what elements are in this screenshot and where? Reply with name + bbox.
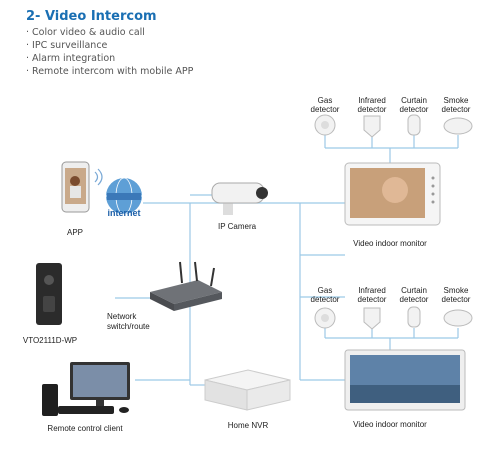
detector-label: detector [441, 105, 471, 114]
curtain-detector-icon [407, 114, 421, 136]
detector-label: detector [310, 295, 340, 304]
network-switch-label: Network [107, 312, 137, 321]
router-icon [150, 261, 222, 311]
pc-icon [42, 362, 130, 416]
app-label: APP [66, 228, 84, 237]
indoor-monitor-label: Video indoor monitor [353, 420, 427, 429]
infrared-detector-icon [363, 307, 381, 330]
feature-item: · Color video & audio call [26, 27, 145, 38]
indoor-monitor-icon [344, 349, 466, 411]
network-switch-label: switch/route [107, 322, 150, 331]
door-station-label: VTO2111D-WP [22, 336, 78, 345]
gas-detector-icon [314, 307, 336, 329]
feature-item: · IPC surveillance [26, 40, 108, 51]
detector-label: detector [357, 105, 387, 114]
door-station-icon [36, 263, 62, 325]
feature-item: · Remote intercom with mobile APP [26, 66, 194, 77]
feature-item: · Alarm integration [26, 53, 116, 64]
internet-label: internet [107, 208, 141, 218]
nvr-icon [204, 369, 291, 411]
gas-detector-icon [314, 114, 336, 136]
detector-label: Gas [317, 286, 333, 295]
detector-label: Curtain [401, 96, 427, 105]
indoor-monitor-icon [344, 162, 441, 226]
smartphone-icon [61, 161, 90, 213]
remote-client-label: Remote control client [47, 424, 123, 433]
detector-label: Gas [317, 96, 333, 105]
section-title: 2- Video Intercom [26, 9, 157, 24]
detector-label: Infrared [358, 96, 386, 105]
detector-label: Smoke [443, 286, 469, 295]
detector-label: Smoke [443, 96, 469, 105]
detector-label: detector [441, 295, 471, 304]
smoke-detector-icon [443, 117, 473, 135]
camera-icon [211, 182, 268, 215]
detector-label: detector [310, 105, 340, 114]
ip-camera-label: IP Camera [218, 222, 257, 231]
globe-icon [106, 177, 142, 215]
detector-label: detector [399, 295, 429, 304]
wifi-icon [94, 168, 103, 186]
detector-label: detector [357, 295, 387, 304]
detector-label: Infrared [358, 286, 386, 295]
infrared-detector-icon [363, 115, 381, 138]
nvr-label: Home NVR [227, 421, 269, 430]
indoor-monitor-label: Video indoor monitor [353, 239, 427, 248]
detector-label: detector [399, 105, 429, 114]
curtain-detector-icon [407, 306, 421, 328]
smoke-detector-icon [443, 309, 473, 327]
detector-label: Curtain [401, 286, 427, 295]
